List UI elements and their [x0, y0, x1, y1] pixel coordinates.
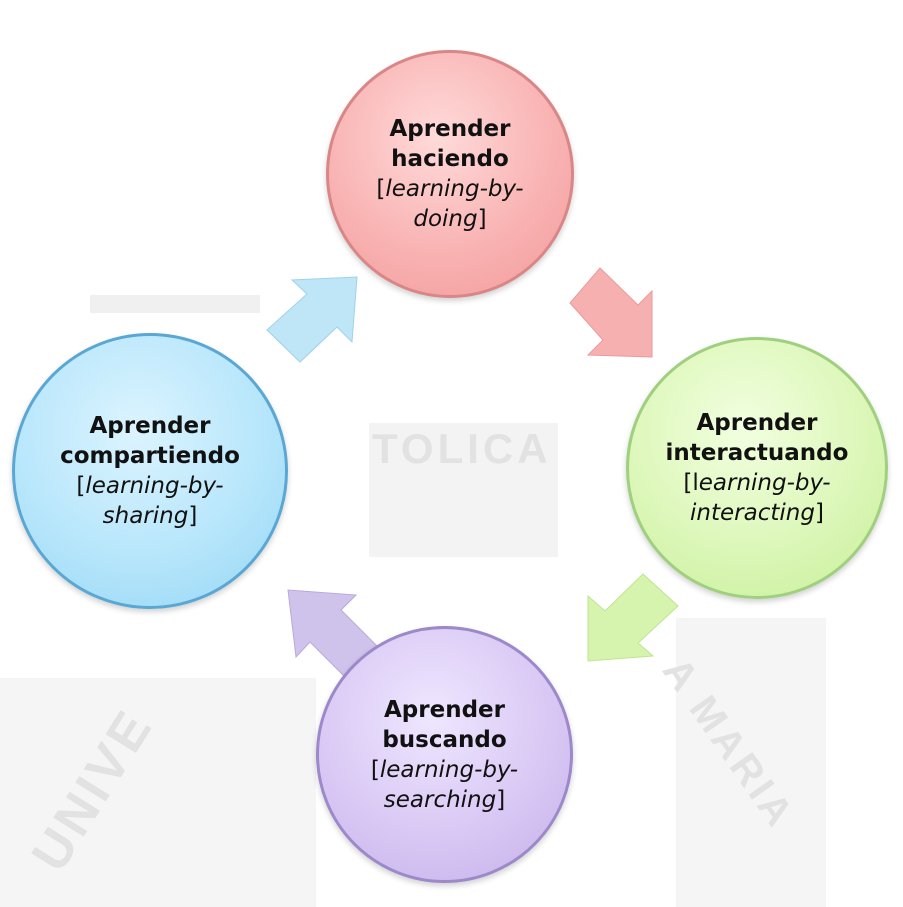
node-bottom-title-1: Aprender: [384, 696, 505, 723]
node-left-english-2: sharing: [102, 503, 189, 529]
node-top-english-2: doing: [413, 206, 478, 232]
node-aprender-buscando: Aprender buscando [learning-by- searchin…: [316, 626, 573, 883]
watermark-block-center: [369, 423, 558, 557]
node-top-english-1: learning-by-: [385, 176, 524, 202]
node-aprender-haciendo: Aprender haciendo [learning-by- doing]: [326, 50, 574, 298]
node-top-title-2: haciendo: [391, 146, 509, 172]
arrow-left-to-top-shape: [266, 276, 358, 363]
watermark-block-left: [0, 678, 316, 907]
node-right-bracket-close: ]: [814, 500, 824, 526]
node-right-bracket-open: [l: [683, 470, 699, 496]
node-bottom-title-2: buscando: [382, 726, 507, 753]
node-right-title-1: Aprender: [696, 410, 818, 436]
node-right-english-1: earning-by-: [698, 470, 831, 496]
node-right-title-2: interactuando: [665, 440, 849, 466]
watermark-strip-top-left: [90, 295, 260, 313]
node-bottom-english-2: searching: [383, 786, 497, 813]
node-top-bracket-open: [: [376, 176, 386, 202]
node-right-english-2: interacting: [690, 500, 815, 526]
node-top-title-1: Aprender: [389, 116, 511, 142]
watermark-block-right: [676, 618, 826, 907]
node-bottom-bracket-close: ]: [496, 786, 506, 813]
node-top-bracket-close: ]: [477, 206, 487, 232]
arrow-top-to-right-icon: [569, 267, 653, 358]
node-left-bracket-open: [: [76, 473, 86, 499]
arrow-right-to-bottom-shape: [587, 573, 679, 662]
arrow-top-to-right-shape: [569, 267, 653, 358]
arrow-right-to-bottom-icon: [587, 573, 679, 662]
node-left-title-1: Aprender: [89, 413, 211, 439]
node-bottom-bracket-open: [: [370, 756, 380, 783]
node-bottom-english-1: learning-by-: [379, 756, 519, 783]
node-aprender-interactuando: Aprender interactuando [learning-by- int…: [626, 337, 888, 599]
arrow-bottom-to-left-icon: [287, 589, 379, 681]
watermark-text-top: TOLICA: [372, 425, 552, 472]
node-left-title-2: compartiendo: [60, 443, 240, 469]
arrow-left-to-top-icon: [266, 276, 358, 363]
node-left-bracket-close: ]: [188, 503, 198, 529]
node-aprender-compartiendo: Aprender compartiendo [learning-by- shar…: [12, 333, 288, 609]
node-left-english-1: learning-by-: [85, 473, 224, 499]
arrow-bottom-to-left-shape: [287, 589, 379, 681]
